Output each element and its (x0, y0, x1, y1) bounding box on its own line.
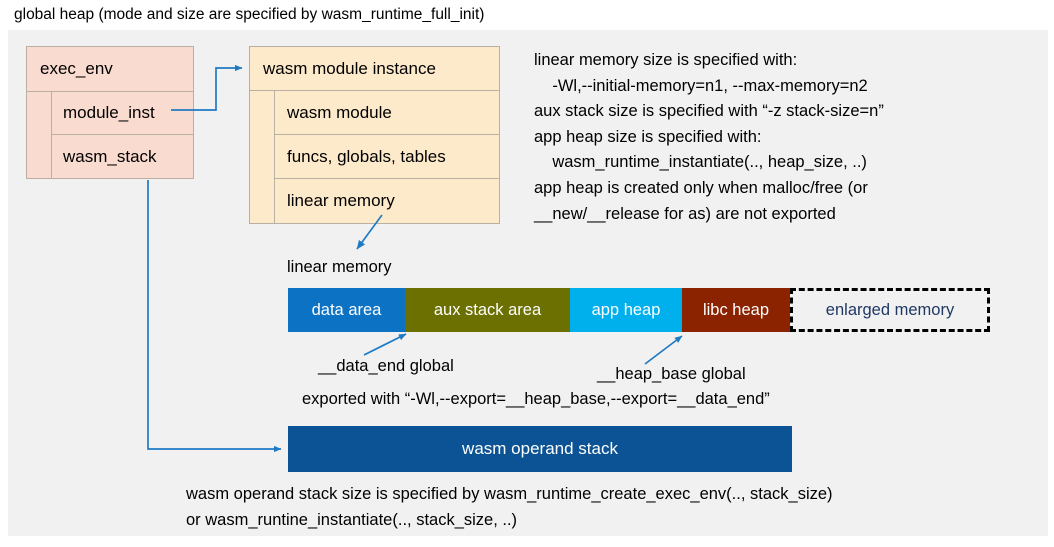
exec-env-header: exec_env (27, 47, 193, 92)
wmi-field-linear-memory: linear memory (274, 179, 499, 223)
exec-env-field-wasm-stack: wasm_stack (51, 135, 193, 178)
wmi-field-wasm-module: wasm module (274, 91, 499, 135)
page-title: global heap (mode and size are specified… (14, 6, 485, 23)
annotation-data-end: __data_end global (318, 357, 454, 375)
annotation-exported: exported with “-Wl,--export=__heap_base,… (302, 390, 770, 408)
wasm-operand-stack-bar: wasm operand stack (288, 426, 792, 472)
memory-segment-libc-heap: libc heap (682, 288, 790, 332)
memory-config-notes: linear memory size is specified with: -W… (534, 51, 884, 223)
linear-memory-bar: data area aux stack area app heap libc h… (288, 288, 990, 332)
memory-segment-aux-stack-area: aux stack area (405, 288, 570, 332)
wasm-module-instance-header: wasm module instance (250, 47, 499, 91)
exec-env-field-module-inst: module_inst (51, 92, 193, 135)
memory-segment-data-area: data area (288, 288, 405, 332)
linear-memory-label: linear memory (287, 258, 392, 276)
annotation-heap-base: __heap_base global (597, 365, 746, 383)
operand-stack-notes: wasm operand stack size is specified by … (186, 485, 833, 529)
exec-env-box: exec_env module_inst wasm_stack (26, 46, 194, 179)
wmi-field-funcs-globals-tables: funcs, globals, tables (274, 135, 499, 179)
memory-segment-enlarged-memory: enlarged memory (790, 288, 990, 332)
wasm-module-instance-box: wasm module instance wasm module funcs, … (249, 46, 500, 224)
memory-segment-app-heap: app heap (570, 288, 682, 332)
